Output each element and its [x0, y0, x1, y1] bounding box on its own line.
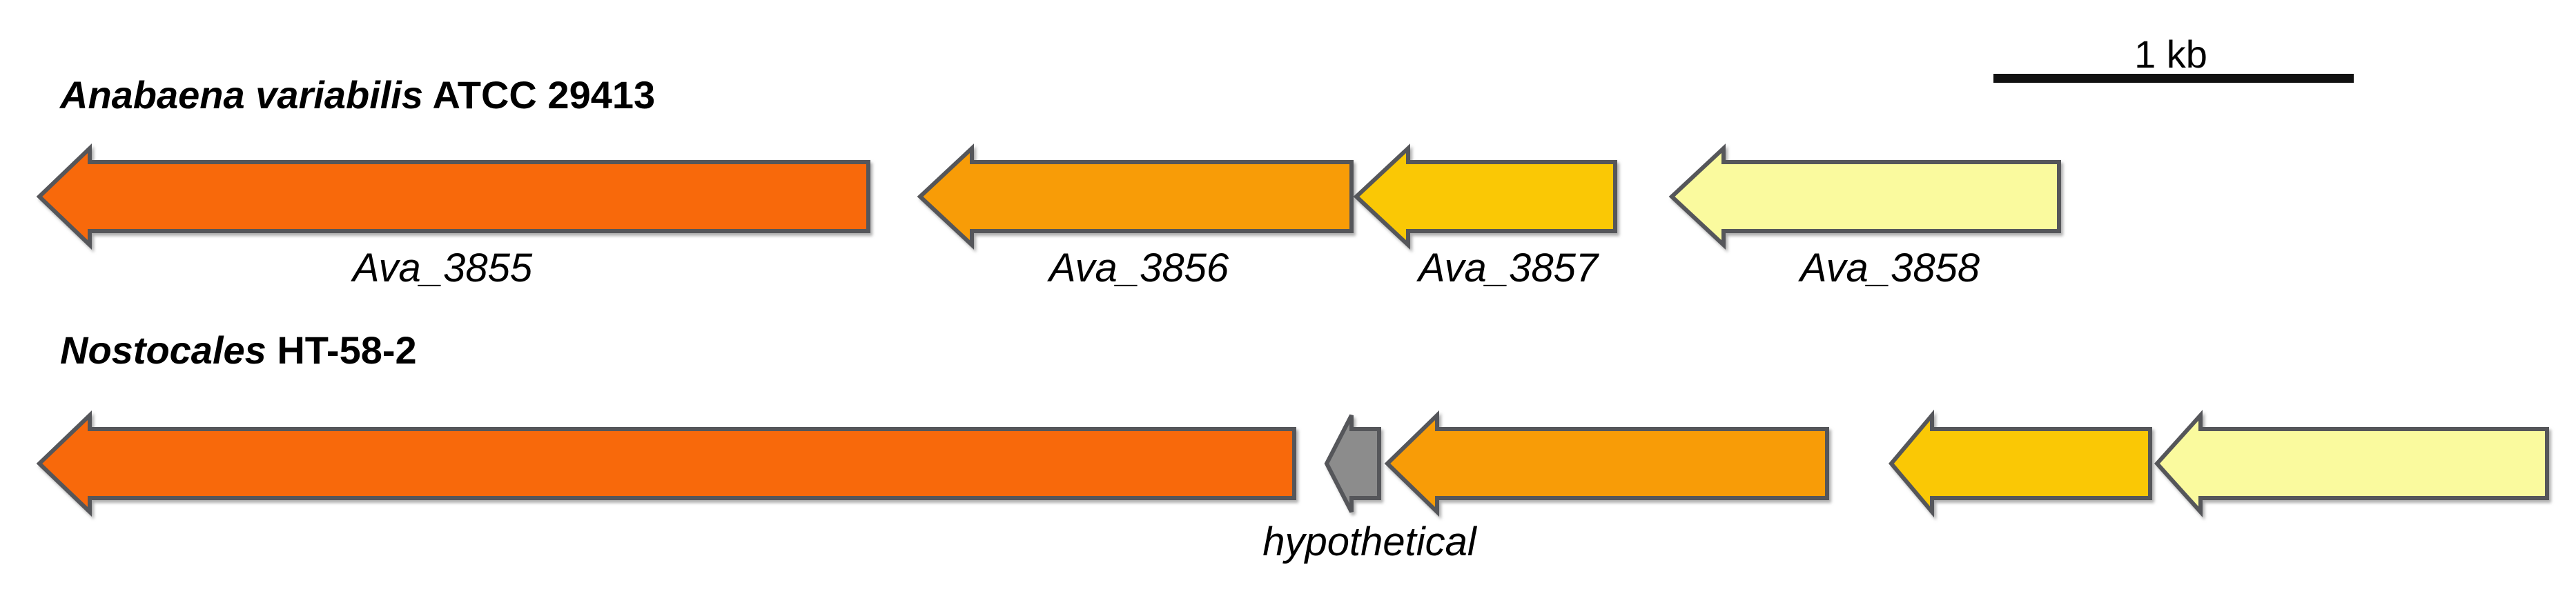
gene-arrow-ava-3856 — [917, 143, 1354, 250]
gene-arrow-ava-3858 — [1668, 143, 2061, 250]
scale-bar-line — [1993, 74, 2354, 83]
gene-label-ava-3858: Ava_3858 — [1798, 246, 1980, 290]
row1-strain-name: ATCC 29413 — [423, 73, 655, 117]
gene-arrow-row2-golden — [1889, 409, 2152, 518]
gene-arrow-ava-3855 — [36, 143, 870, 250]
row2-species-name: Nostocales — [60, 328, 266, 372]
row1-title: Anabaena variabilis ATCC 29413 — [59, 73, 655, 117]
gene-label-ava-3856: Ava_3856 — [1047, 246, 1229, 290]
gene-arrow-ava-3857 — [1353, 143, 1617, 250]
gene-arrow-row2-orange — [1384, 410, 1829, 517]
gene-arrow-row2-orange-red — [36, 410, 1296, 517]
gene-label-hypothetical: hypothetical — [1262, 519, 1478, 564]
row2-strain-name: HT-58-2 — [266, 328, 417, 372]
gene-arrow-row2-pale-yellow — [2154, 410, 2549, 517]
gene-arrow-hypothetical — [1324, 414, 1381, 513]
row2-title: Nostocales HT-58-2 — [60, 328, 417, 372]
scale-bar-label: 1 kb — [2134, 32, 2207, 76]
row1-species-name: Anabaena variabilis — [59, 73, 423, 117]
gene-label-ava-3857: Ava_3857 — [1416, 246, 1600, 290]
gene-label-ava-3855: Ava_3855 — [351, 246, 533, 290]
